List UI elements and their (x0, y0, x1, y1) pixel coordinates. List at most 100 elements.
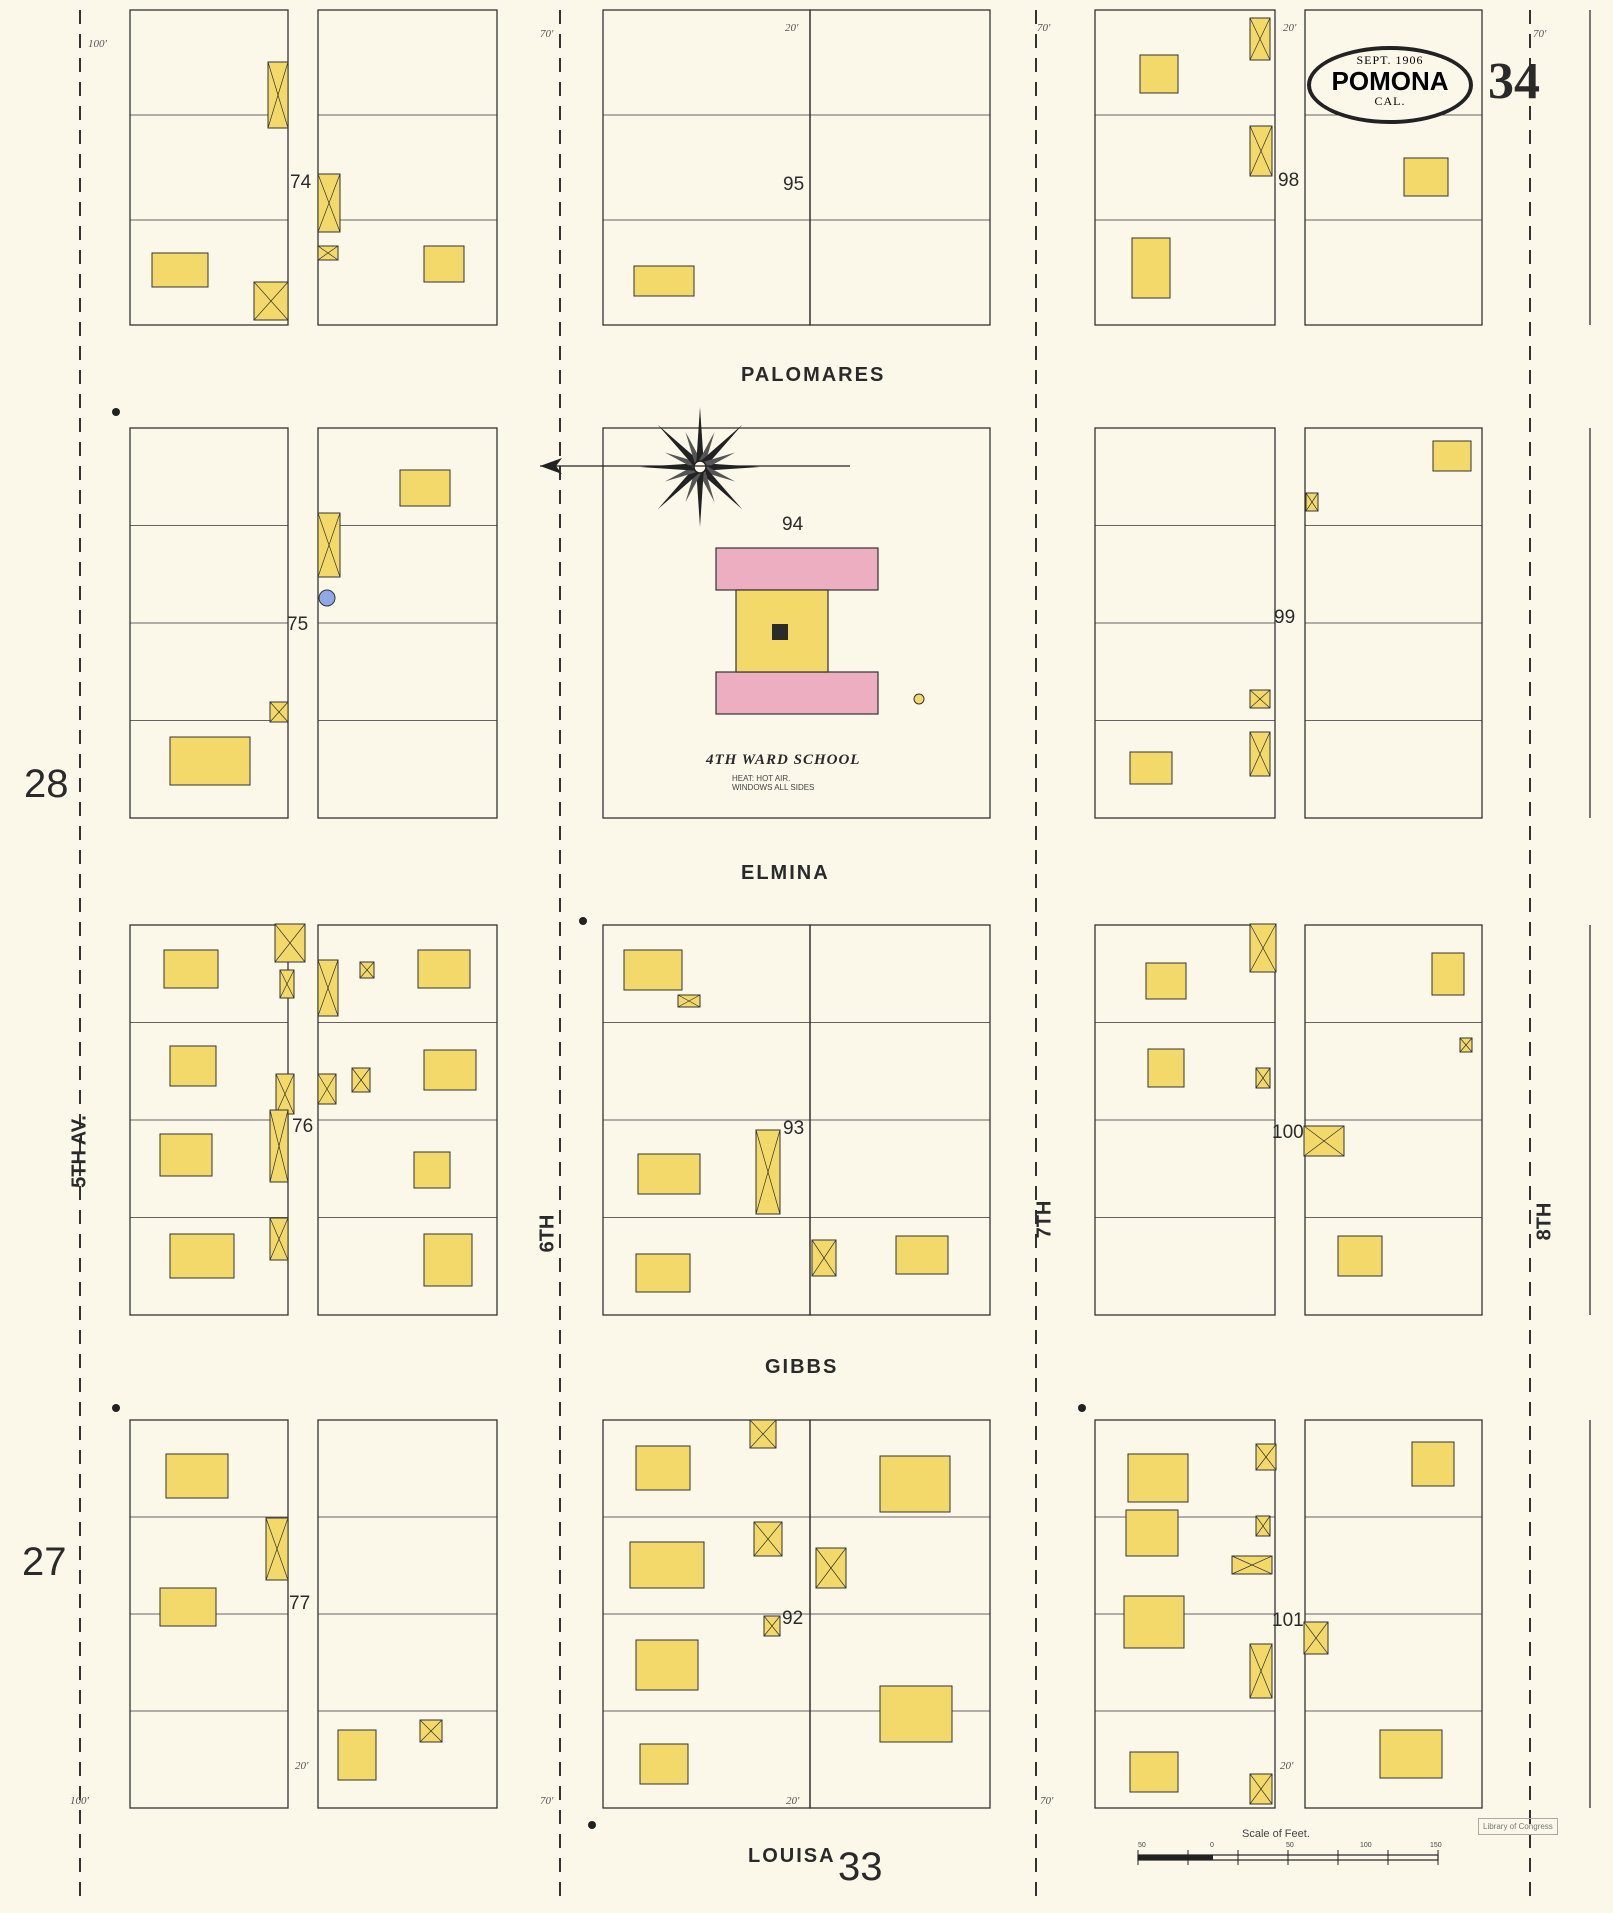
hydrant-icon (579, 917, 587, 925)
hydrant-icon (112, 1404, 120, 1412)
block-outline-94 (602, 427, 991, 819)
dwelling (879, 1455, 951, 1513)
block-number: 101 (1272, 1610, 1304, 1631)
dwelling (423, 1233, 473, 1287)
dwelling (399, 469, 451, 507)
hydrant-icon (588, 1821, 596, 1829)
dwelling (1123, 1595, 1185, 1649)
scale-tick: 50 (1138, 1842, 1146, 1849)
dwelling (1411, 1441, 1455, 1487)
dwelling (1147, 1048, 1185, 1088)
title-cartouche: SEPT. 1906 POMONA CAL. (1307, 46, 1473, 124)
library-stamp: Library of Congress (1478, 1818, 1558, 1835)
outbuilding-mark (749, 1419, 777, 1449)
block-outline (809, 9, 991, 326)
compass-rose-point (698, 463, 736, 482)
dimension-mark: 20' (295, 1760, 309, 1772)
school-wing-north (715, 547, 879, 591)
street-fifth-avenue: 5TH AV. (68, 1115, 91, 1188)
school-name: 4TH WARD SCHOOL (706, 752, 861, 768)
compass-rose-point (696, 467, 704, 527)
block-outline (129, 9, 289, 326)
dwelling (151, 252, 209, 288)
outbuilding-mark (253, 281, 289, 321)
block-number: 75 (287, 614, 309, 635)
dimension-mark: 100' (88, 38, 107, 50)
dimension-mark: 100' (70, 1795, 89, 1807)
outbuilding-mark (275, 1073, 295, 1115)
outbuilding-mark (811, 1239, 837, 1277)
block-number: 76 (292, 1116, 314, 1137)
well-icon (913, 693, 925, 705)
compass-rose-point (700, 463, 760, 471)
compass-rose-point (697, 464, 743, 510)
dwelling (635, 1639, 699, 1691)
street-seventh: 7TH (1033, 1200, 1056, 1239)
outbuilding-mark (753, 1521, 783, 1557)
compass-rose-point (696, 407, 704, 467)
outbuilding-mark (763, 1615, 781, 1637)
outbuilding-mark (317, 245, 339, 261)
adjoining-sheet-left-bottom: 27 (22, 1540, 67, 1584)
school-note-windows: WINDOWS ALL SIDES (732, 783, 815, 792)
outbuilding-mark (1249, 689, 1271, 709)
dimension-mark: 70' (1037, 22, 1051, 34)
outbuilding-mark (317, 173, 341, 233)
street-elmina: ELMINA (741, 862, 830, 884)
street-palomares: PALOMARES (741, 364, 886, 386)
outbuilding-mark (1249, 125, 1273, 177)
water-tank-icon (318, 589, 336, 607)
dwelling (639, 1743, 689, 1785)
outbuilding-mark (359, 961, 375, 979)
dwelling (637, 1153, 701, 1195)
outbuilding-mark (317, 959, 339, 1017)
outbuilding-mark (317, 512, 341, 578)
outbuilding-mark (1459, 1037, 1473, 1053)
outbuilding-mark (1255, 1515, 1271, 1537)
block-number: 94 (782, 514, 804, 535)
dwelling (1403, 157, 1449, 197)
outbuilding-mark (419, 1719, 443, 1743)
compass-rose-point (640, 463, 700, 471)
outbuilding-mark (1249, 1773, 1273, 1805)
outbuilding-mark (1305, 492, 1319, 512)
dwelling (623, 949, 683, 991)
title-state: CAL. (1374, 94, 1406, 108)
outbuilding-mark (269, 1109, 289, 1183)
dimension-mark: 70' (1533, 28, 1547, 40)
block-number: 100 (1272, 1122, 1304, 1143)
block-number: 98 (1278, 170, 1300, 191)
outbuilding-mark (265, 1517, 289, 1581)
dwelling (423, 1049, 477, 1091)
dimension-mark: 70' (540, 28, 554, 40)
dimension-mark: 70' (1040, 1795, 1054, 1807)
compass-rose-point (657, 464, 703, 510)
block-outline (1094, 9, 1276, 326)
outbuilding-mark (1231, 1555, 1273, 1575)
scale-tick: 150 (1430, 1842, 1442, 1849)
scale-tick: 0 (1210, 1842, 1214, 1849)
compass-rose-point (657, 424, 703, 470)
street-sixth: 6TH (536, 1214, 559, 1253)
outbuilding-mark (269, 701, 289, 723)
dwelling (413, 1151, 451, 1189)
dwelling (1139, 54, 1179, 94)
outbuilding-mark (269, 1217, 289, 1261)
dwelling (417, 949, 471, 989)
dwelling (1129, 1751, 1179, 1793)
outbuilding-mark (351, 1067, 371, 1093)
outbuilding-mark (279, 969, 295, 999)
block-outline (1304, 9, 1483, 326)
dimension-mark: 20' (785, 22, 799, 34)
school-note-heat: HEAT: HOT AIR. (732, 774, 791, 783)
dwelling (1127, 1453, 1189, 1503)
title-city: POMONA (1331, 66, 1449, 96)
outbuilding-mark (1303, 1621, 1329, 1655)
outbuilding-mark (677, 994, 701, 1008)
outbuilding-mark (1255, 1443, 1277, 1471)
dwelling (1337, 1235, 1383, 1277)
dimension-mark: 20' (1280, 1760, 1294, 1772)
dwelling (1431, 952, 1465, 996)
compass-rose-point (696, 431, 715, 469)
dwelling (337, 1729, 377, 1781)
